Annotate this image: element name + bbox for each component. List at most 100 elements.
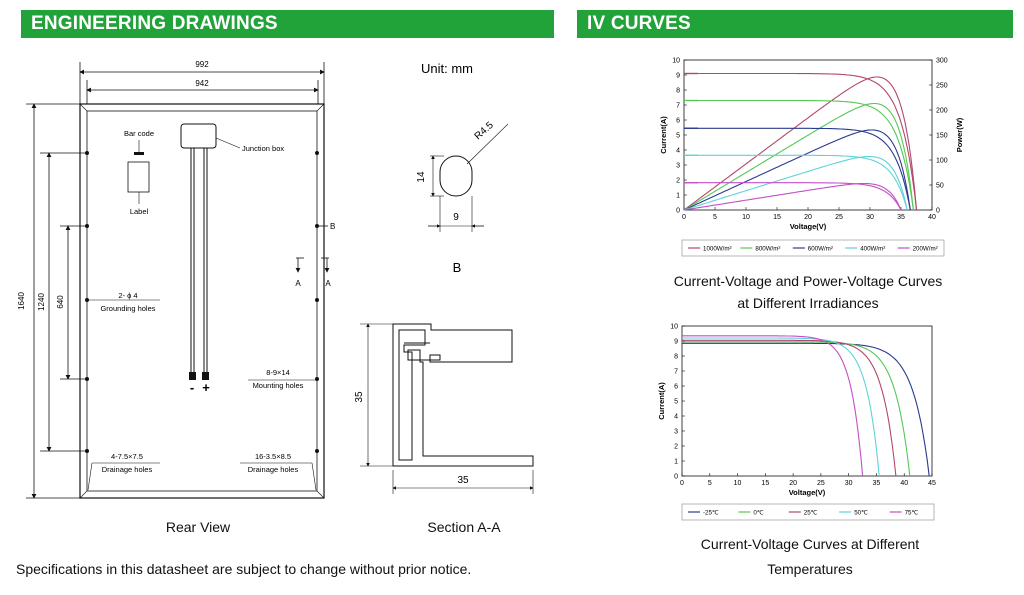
y-tick-label: 10 [672, 58, 680, 65]
y-tick-label: 3 [674, 429, 678, 436]
y-tick-label: 2 [676, 178, 680, 185]
y2-tick-label: 300 [936, 58, 948, 65]
y-tick-label: 8 [676, 88, 680, 95]
y2-tick-label: 250 [936, 83, 948, 90]
y-tick-label: 2 [674, 444, 678, 451]
x-tick-label: 15 [761, 480, 769, 487]
legend-label: 400W/m² [860, 246, 885, 253]
y-tick-label: 5 [674, 399, 678, 406]
irradiance-caption-line2: at Different Irradiances [737, 295, 879, 311]
iv-curve-line [682, 335, 864, 477]
grounding-spec: 2- ϕ 4 [118, 291, 137, 300]
dim-width-outer: 992 [195, 60, 209, 69]
legend-label: 1000W/m² [703, 246, 732, 253]
iv-curve-line [684, 127, 911, 211]
unit-label: Unit: mm [421, 61, 473, 76]
y-tick-label: 4 [676, 148, 680, 155]
y2-tick-label: 50 [936, 183, 944, 190]
x-tick-label: 25 [835, 214, 843, 221]
engineering-drawing: 992 942 1640 1240 640 Bar code Label Jun… [17, 60, 534, 499]
iv-curve-line [684, 99, 914, 211]
engineering-drawings-header: ENGINEERING DRAWINGS [21, 10, 554, 38]
y-tick-label: 1 [674, 459, 678, 466]
x-tick-label: 30 [845, 480, 853, 487]
detail-b-drawing [428, 123, 509, 232]
y-tick-label: 6 [674, 384, 678, 391]
iv-curve-line [682, 337, 880, 477]
dim-hole-height: 14 [416, 171, 427, 183]
cables [190, 148, 208, 372]
y-tick-label: 0 [674, 474, 678, 481]
plot-frame [681, 325, 933, 477]
y-tick-label: 9 [676, 73, 680, 80]
irradiance-caption: Current-Voltage and Power-Voltage Curves… [640, 270, 976, 314]
x-tick-label: 40 [928, 214, 936, 221]
panel-frame [79, 103, 325, 499]
y-tick-label: 7 [674, 369, 678, 376]
legend-box [681, 239, 945, 257]
bar-code [134, 152, 144, 155]
dim-width-inner: 942 [195, 79, 209, 88]
pv-curve-line [683, 155, 908, 211]
y-tick-label: 10 [670, 324, 678, 331]
legend-label: 0℃ [753, 510, 763, 517]
x-tick-label: 30 [866, 214, 874, 221]
label-text: Label [130, 207, 149, 216]
drain-spec-left: 4-7.5×7.5 [111, 452, 143, 461]
y-tick-label: 4 [674, 414, 678, 421]
pv-curve-line [683, 182, 902, 211]
y-tick-label: 8 [674, 354, 678, 361]
x-axis-label: Voltage(V) [789, 488, 826, 497]
iv-curve-line [682, 339, 897, 477]
x-tick-label: 0 [682, 214, 686, 221]
y2-tick-label: 0 [936, 208, 940, 215]
y-tick-label: 7 [676, 103, 680, 110]
iv-curves-header: IV CURVES [577, 10, 1013, 38]
y-tick-label: 3 [676, 163, 680, 170]
legend-label: 600W/m² [808, 246, 833, 253]
section-a-profile [392, 323, 534, 467]
junction-box-label: Junction box [242, 144, 284, 153]
dim-section-height: 35 [354, 391, 365, 403]
y2-tick-label: 150 [936, 133, 948, 140]
dim-height-outer: 1640 [17, 292, 26, 310]
footnote: Specifications in this datasheet are sub… [16, 561, 472, 577]
x-axis-label: Voltage(V) [790, 222, 827, 231]
x-tick-label: 15 [773, 214, 781, 221]
drainage-holes-right: Drainage holes [248, 465, 299, 474]
engineering-drawings-title: ENGINEERING DRAWINGS [31, 13, 278, 34]
grounding-holes-label: Grounding holes [100, 304, 155, 313]
temperature-caption-line1: Current-Voltage Curves at Different [700, 536, 920, 552]
iv-curve-line [682, 341, 911, 477]
x-tick-label: 0 [680, 480, 684, 487]
iv-curve-line [684, 182, 902, 211]
y-axis-label: Current(A) [657, 382, 666, 420]
y-tick-label: 6 [676, 118, 680, 125]
x-tick-label: 35 [873, 480, 881, 487]
legend-label: -25℃ [703, 510, 719, 517]
pv-curve-line [683, 102, 914, 211]
holes [85, 151, 319, 453]
temperature-caption: Current-Voltage Curves at Different Temp… [660, 532, 960, 582]
dim-section-width: 35 [457, 475, 469, 486]
x-tick-label: 20 [804, 214, 812, 221]
x-tick-label: 5 [713, 214, 717, 221]
x-tick-label: 40 [900, 480, 908, 487]
y2-tick-label: 100 [936, 158, 948, 165]
legend-label: 200W/m² [913, 246, 938, 253]
y-axis-label: Current(A) [659, 116, 668, 154]
mark-b: B [330, 222, 335, 231]
irradiance-caption-line1: Current-Voltage and Power-Voltage Curves [673, 273, 943, 289]
pv-curve-line [683, 76, 918, 211]
drain-spec-right: 16-3.5×8.5 [255, 452, 291, 461]
detail-b-label: B [453, 260, 462, 275]
y2-tick-label: 200 [936, 108, 948, 115]
y-tick-label: 1 [676, 193, 680, 200]
plus-sign: + [202, 380, 210, 395]
section-markers [295, 225, 330, 273]
x-tick-label: 45 [928, 480, 936, 487]
iv-curves-title: IV CURVES [587, 13, 691, 34]
y-tick-label: 9 [674, 339, 678, 346]
